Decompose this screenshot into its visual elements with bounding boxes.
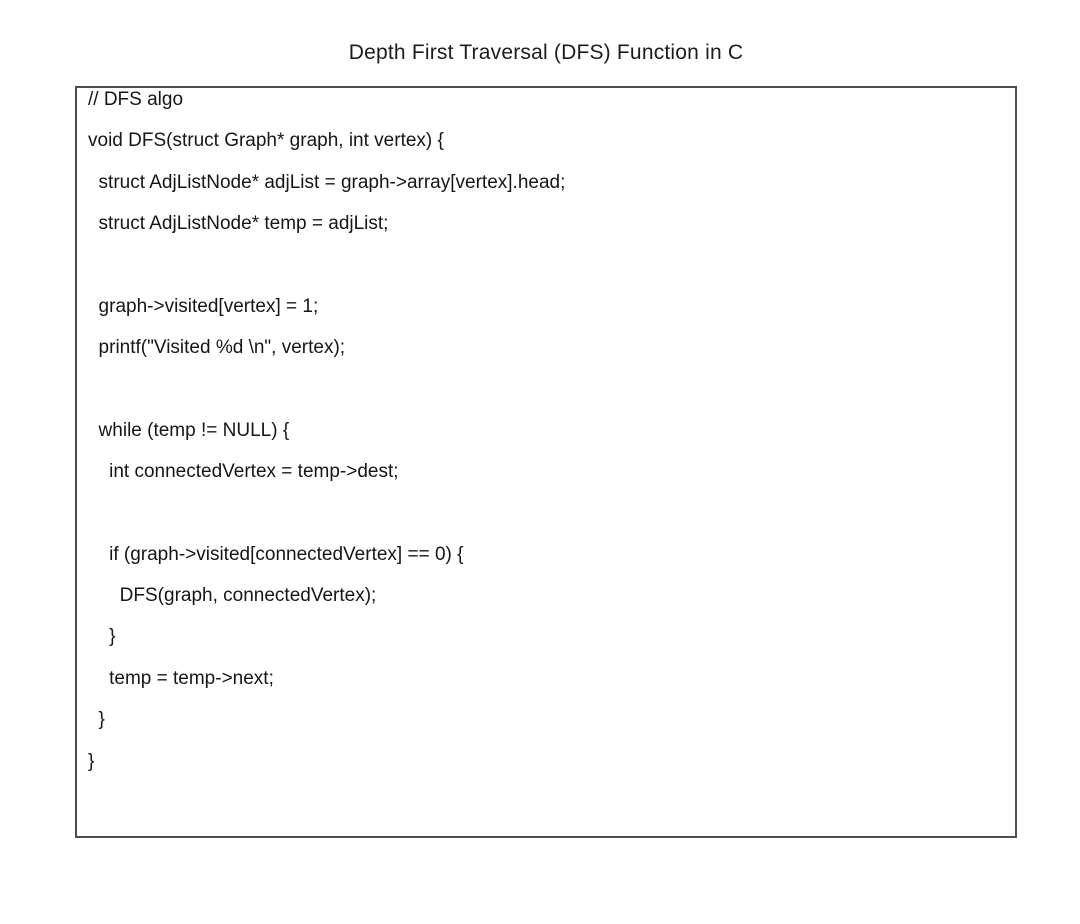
page-title: Depth First Traversal (DFS) Function in … [348,41,744,64]
code-block: // DFS algo void DFS(struct Graph* graph… [88,89,566,772]
code-box: // DFS algo void DFS(struct Graph* graph… [75,86,1017,838]
